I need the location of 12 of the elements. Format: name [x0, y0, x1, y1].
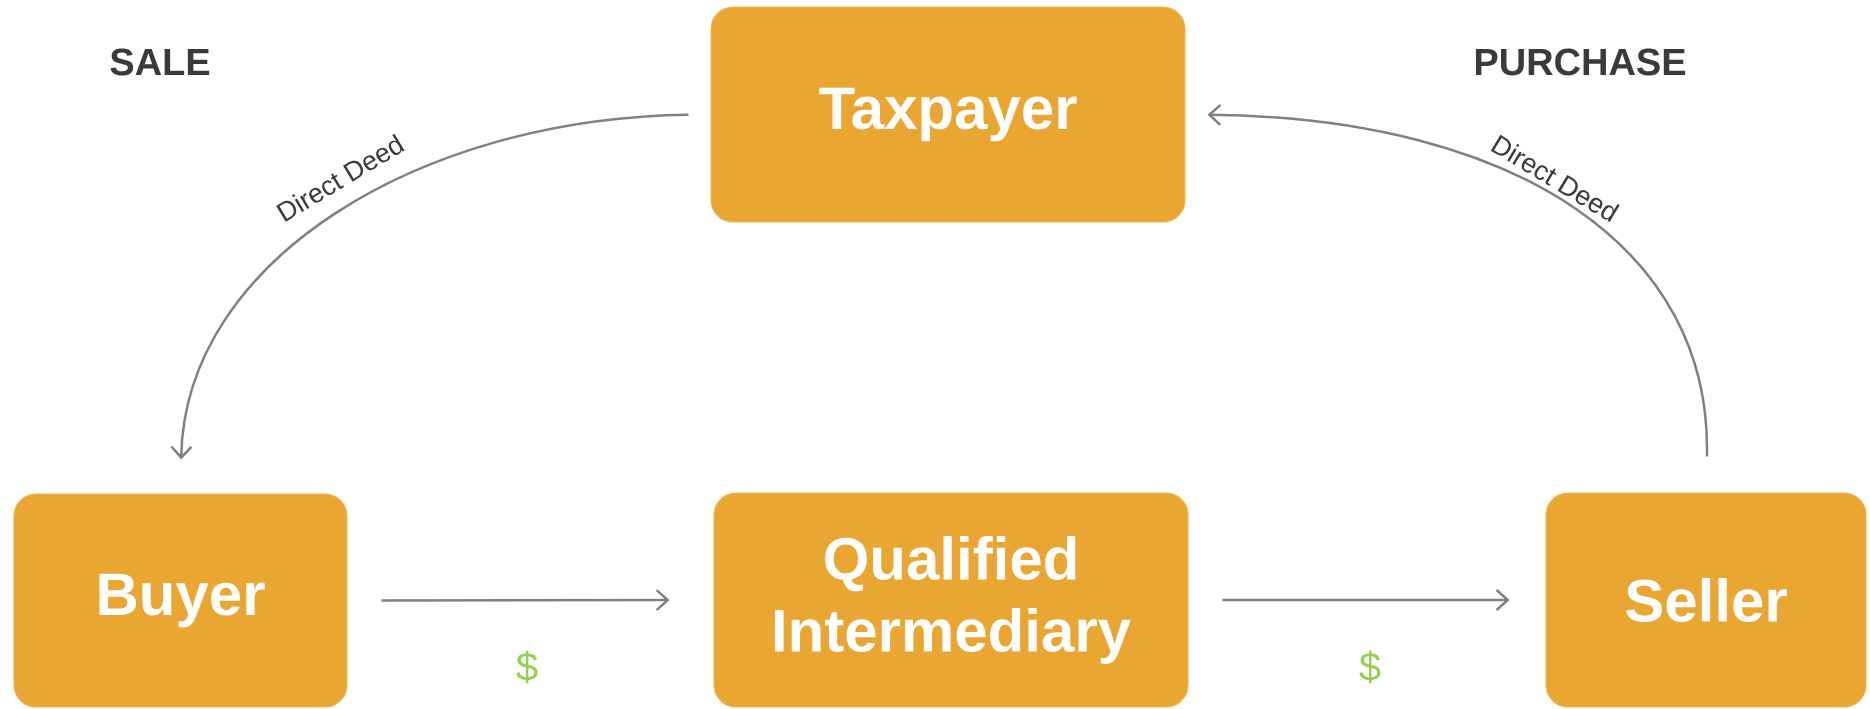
- arrow: [170, 113, 689, 460]
- process-box: Seller: [1545, 492, 1867, 708]
- process-box: Qualified Intermediary: [713, 492, 1189, 708]
- section-heading: SALE: [110, 48, 210, 76]
- arrow: [1222, 589, 1510, 611]
- arrow: [381, 589, 670, 611]
- process-box: Taxpayer: [710, 6, 1186, 223]
- section-heading: PURCHASE: [1475, 48, 1686, 76]
- arrow: [1207, 103, 1709, 457]
- process-box: Buyer: [13, 493, 348, 708]
- edge-label: $: [516, 650, 538, 684]
- edge-label: $: [1359, 650, 1381, 684]
